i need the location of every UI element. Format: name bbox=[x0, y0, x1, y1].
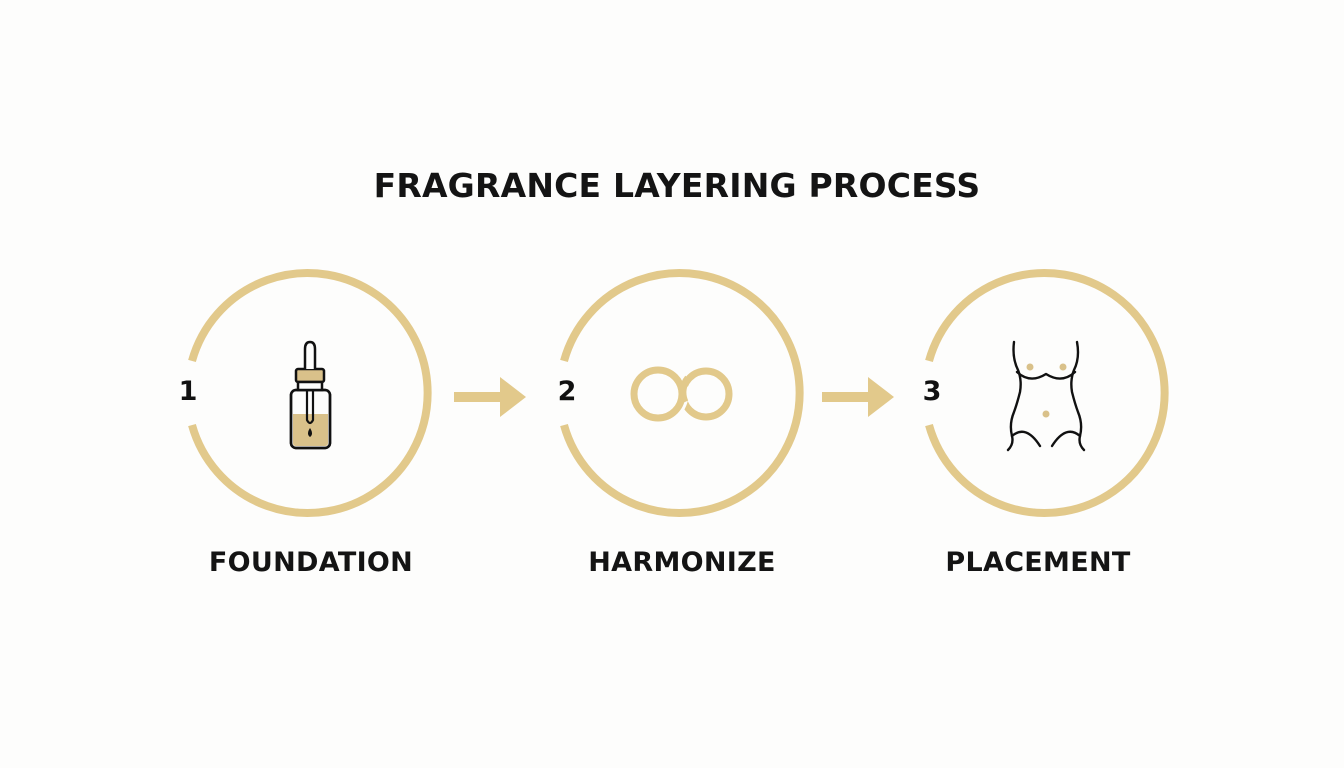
interlocking-rings-icon bbox=[627, 363, 733, 425]
step-1-number: 1 bbox=[178, 376, 198, 407]
step-1 bbox=[188, 269, 432, 517]
step-3-ring bbox=[925, 269, 1169, 517]
step-2-ring bbox=[560, 269, 804, 517]
step-3-number: 3 bbox=[922, 376, 942, 407]
step-1-ring bbox=[188, 269, 432, 517]
arrow-1-to-2 bbox=[454, 377, 526, 417]
step-3 bbox=[925, 269, 1169, 517]
arrow-2-to-3 bbox=[822, 377, 894, 417]
step-1-label: FOUNDATION bbox=[208, 547, 414, 578]
step-2-label: HARMONIZE bbox=[588, 547, 776, 578]
step-3-label: PLACEMENT bbox=[945, 547, 1131, 578]
step-2-number: 2 bbox=[557, 376, 577, 407]
dropper-bottle-icon bbox=[289, 340, 332, 450]
diagram-title: FRAGRANCE LAYERING PROCESS bbox=[373, 166, 981, 205]
body-silhouette-icon bbox=[1006, 340, 1086, 452]
step-2 bbox=[560, 269, 804, 517]
